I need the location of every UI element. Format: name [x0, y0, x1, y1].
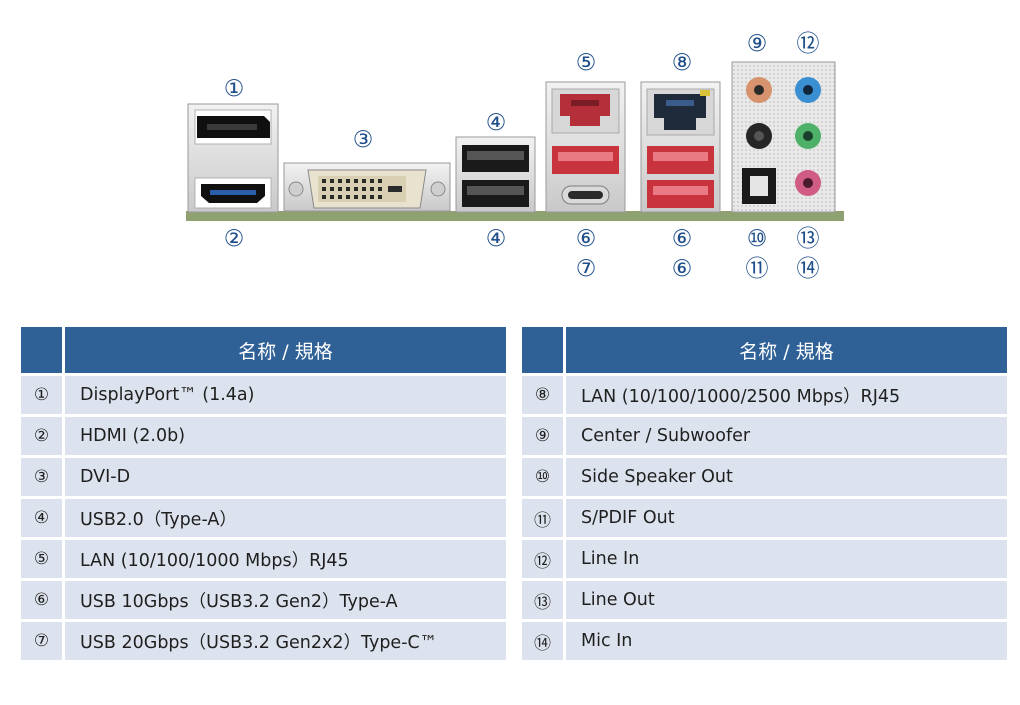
- callout-12: ⑫: [797, 31, 820, 57]
- table-header-row: 名称 / 規格: [522, 327, 1007, 373]
- callout-2: ②: [224, 226, 245, 252]
- row-number: ①: [21, 376, 65, 414]
- row-spec: S/PDIF Out: [566, 499, 1007, 537]
- lan-usb-stack-1: [545, 81, 626, 213]
- row-spec: Mic In: [566, 622, 1007, 660]
- header-num-cell: [21, 327, 65, 373]
- header-title: 名称 / 規格: [566, 327, 1007, 373]
- row-number: ⑪: [522, 499, 566, 537]
- row-number: ⑦: [21, 622, 65, 660]
- callout-4-top: ④: [486, 110, 507, 136]
- callout-3: ③: [353, 127, 374, 153]
- callout-4-bottom: ④: [486, 226, 507, 252]
- row-spec: LAN (10/100/1000 Mbps）RJ45: [65, 540, 506, 578]
- header-title: 名称 / 規格: [65, 327, 506, 373]
- row-number: ⑩: [522, 458, 566, 496]
- pcb-strip: [186, 211, 844, 221]
- row-number: ⑬: [522, 581, 566, 619]
- callout-10: ⑩: [747, 226, 768, 252]
- callout-8: ⑧: [672, 50, 693, 76]
- callout-6-right-bottom: ⑥: [672, 256, 693, 282]
- callout-1: ①: [224, 76, 245, 102]
- row-number: ⑭: [522, 622, 566, 660]
- callout-7: ⑦: [576, 256, 597, 282]
- lan-usb-stack-2: [640, 81, 721, 213]
- audio-block: [731, 61, 836, 213]
- row-spec: Line Out: [566, 581, 1007, 619]
- usb2-stack: [455, 136, 536, 213]
- row-number: ⑫: [522, 540, 566, 578]
- row-spec: DisplayPort™ (1.4a): [65, 376, 506, 414]
- row-number: ⑤: [21, 540, 65, 578]
- row-number: ④: [21, 499, 65, 537]
- row-spec: Side Speaker Out: [566, 458, 1007, 496]
- row-spec: USB2.0（Type-A）: [65, 499, 506, 537]
- row-number: ③: [21, 458, 65, 496]
- row-spec: USB 20Gbps（USB3.2 Gen2x2）Type-C™: [65, 622, 506, 660]
- row-number: ②: [21, 417, 65, 455]
- row-spec: DVI-D: [65, 458, 506, 496]
- row-number: ⑧: [522, 376, 566, 414]
- row-spec: Line In: [566, 540, 1007, 578]
- row-spec: HDMI (2.0b): [65, 417, 506, 455]
- callout-11: ⑪: [746, 256, 769, 282]
- callout-13: ⑬: [797, 226, 820, 252]
- row-number: ⑨: [522, 417, 566, 455]
- callout-6-right-top: ⑥: [672, 226, 693, 252]
- row-number: ⑥: [21, 581, 65, 619]
- table-header-row: 名称 / 規格: [21, 327, 506, 373]
- callout-5: ⑤: [576, 50, 597, 76]
- displayport-hdmi-stack: [187, 103, 279, 213]
- header-num-cell: [522, 327, 566, 373]
- row-spec: LAN (10/100/1000/2500 Mbps）RJ45: [566, 376, 1007, 414]
- callout-9: ⑨: [747, 31, 768, 57]
- callout-14: ⑭: [797, 256, 820, 282]
- dvi-d-port: [283, 162, 451, 212]
- callout-6-left: ⑥: [576, 226, 597, 252]
- row-spec: USB 10Gbps（USB3.2 Gen2）Type-A: [65, 581, 506, 619]
- io-panel-diagram: ① ② ③ ④ ④ ⑤ ⑥ ⑦ ⑧ ⑥ ⑥ ⑨ ⑫ ⑩ ⑪ ⑬ ⑭: [186, 31, 844, 282]
- row-spec: Center / Subwoofer: [566, 417, 1007, 455]
